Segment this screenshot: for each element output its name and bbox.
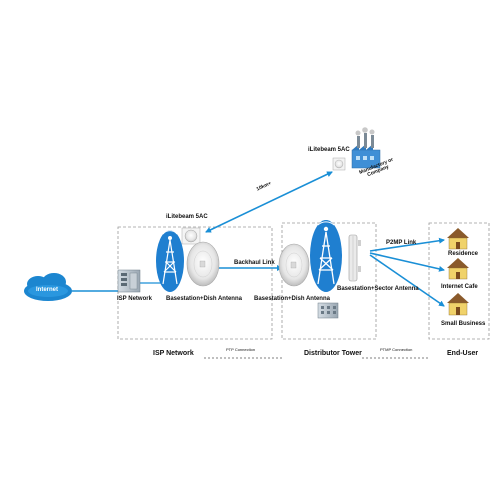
distributor-zone-label: Distributor Tower xyxy=(304,350,362,357)
p2mp-link-cafe xyxy=(369,252,445,272)
basestation-sector-label: Basestation+Sector Antenna xyxy=(337,286,419,292)
residence-label: Residence xyxy=(448,251,479,257)
internet-cafe-label: Internet Cafe xyxy=(441,284,478,290)
residence-house-icon xyxy=(447,228,469,250)
distributor-dish-antenna-icon xyxy=(278,243,310,287)
distributor-tower-icon xyxy=(310,220,342,292)
internet-label: Internet xyxy=(36,287,59,293)
isp-zone-label: ISP Network xyxy=(153,350,194,357)
small-business-house-icon xyxy=(447,293,469,316)
ilitebeam-left-device-icon xyxy=(181,227,201,245)
isp-dish-antenna-icon xyxy=(186,241,220,287)
p2mp-link-residence xyxy=(369,237,445,252)
ptmp-connection-label: PTMP Connection xyxy=(380,347,413,352)
ilitebeam-top-device-icon xyxy=(332,157,346,171)
distributor-building-icon xyxy=(317,302,339,319)
internet-cafe-house-icon xyxy=(447,258,469,280)
long-range-link xyxy=(205,171,333,233)
ilitebeam-left-label: iLitebeam 5AC xyxy=(166,214,208,220)
end-user-zone-label: End-User xyxy=(447,350,479,357)
end-user-zone-box xyxy=(428,222,490,340)
factory-icon xyxy=(351,127,381,169)
ilitebeam-top-label: iLitebeam 5AC xyxy=(308,147,350,153)
isp-network-device-label: ISP Network xyxy=(117,296,152,302)
internet-cloud-icon xyxy=(24,273,72,301)
p2mp-link-label: P2MP Link xyxy=(386,240,417,246)
basestation-dish-left-label: Basestation+Dish Antenna xyxy=(166,296,242,302)
isp-server-icon xyxy=(117,269,141,293)
backhaul-link-label: Backhaul Link xyxy=(234,260,275,266)
ptp-connection-label: PTP Connection xyxy=(226,347,256,352)
sector-antenna-icon xyxy=(348,234,361,282)
basestation-dish-right-label: Basestation+Dish Antenna xyxy=(254,296,330,302)
p2mp-link-business xyxy=(369,254,445,307)
small-business-label: Small Business xyxy=(441,321,486,327)
isp-tower-icon xyxy=(156,230,184,292)
